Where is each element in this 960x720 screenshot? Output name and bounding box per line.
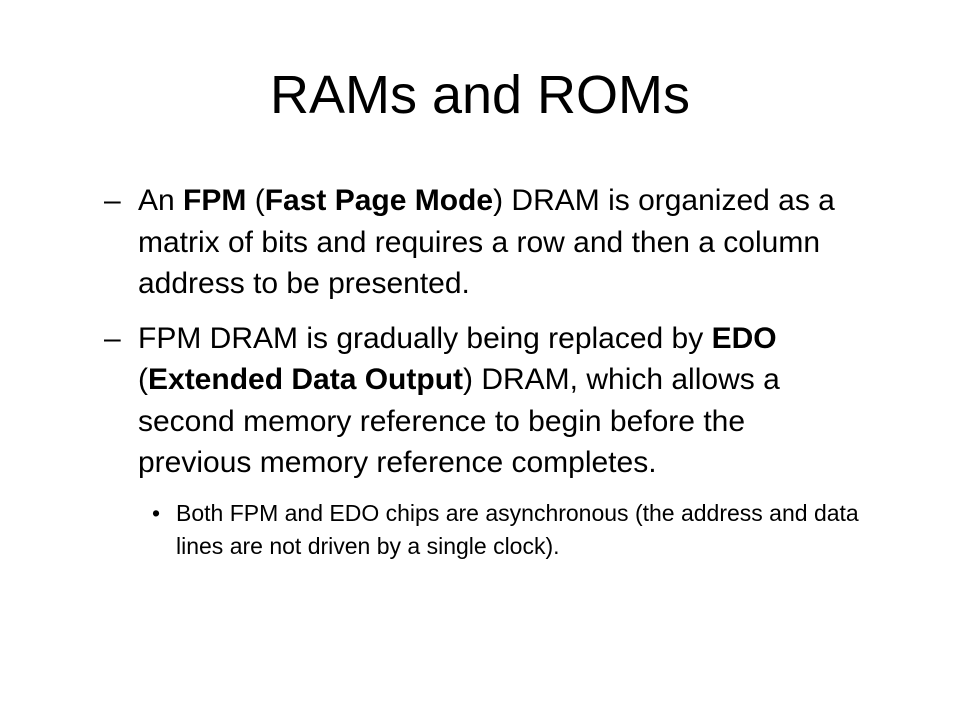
- sub-bullet-async: • Both FPM and EDO chips are asynchronou…: [152, 497, 864, 563]
- bullet-edo: – FPM DRAM is gradually being replaced b…: [104, 318, 864, 484]
- text-segment: FPM DRAM is gradually being replaced by: [138, 321, 712, 355]
- bold-term: Fast Page Mode: [264, 184, 494, 217]
- slide-title: RAMs and ROMs: [269, 65, 691, 125]
- bullet-text: FPM DRAM is gradually being replaced by …: [138, 318, 864, 484]
- sub-bullet-text: Both FPM and EDO chips are asynchronous …: [176, 499, 859, 559]
- text-segment: ) DRAM, which allows a second memory ref…: [138, 363, 780, 479]
- bullet-text: An FPM (Fast Page Mode) DRAM is organize…: [138, 180, 864, 305]
- dash-marker: –: [104, 184, 121, 217]
- bullet-dot-marker: •: [152, 499, 161, 526]
- text-segment: (: [138, 363, 148, 396]
- text-segment: ) DRAM is organized as a matrix of bits …: [138, 184, 835, 300]
- bold-term: Extended Data Output: [148, 363, 464, 396]
- text-segment: (: [246, 184, 265, 217]
- bullet-fpm: – An FPM (Fast Page Mode) DRAM is organi…: [104, 180, 864, 305]
- slide-content: – An FPM (Fast Page Mode) DRAM is organi…: [104, 180, 864, 563]
- dash-marker: –: [104, 321, 121, 355]
- text-segment: An: [138, 184, 184, 217]
- bold-term: FPM: [183, 184, 247, 217]
- bold-term: EDO: [711, 321, 777, 355]
